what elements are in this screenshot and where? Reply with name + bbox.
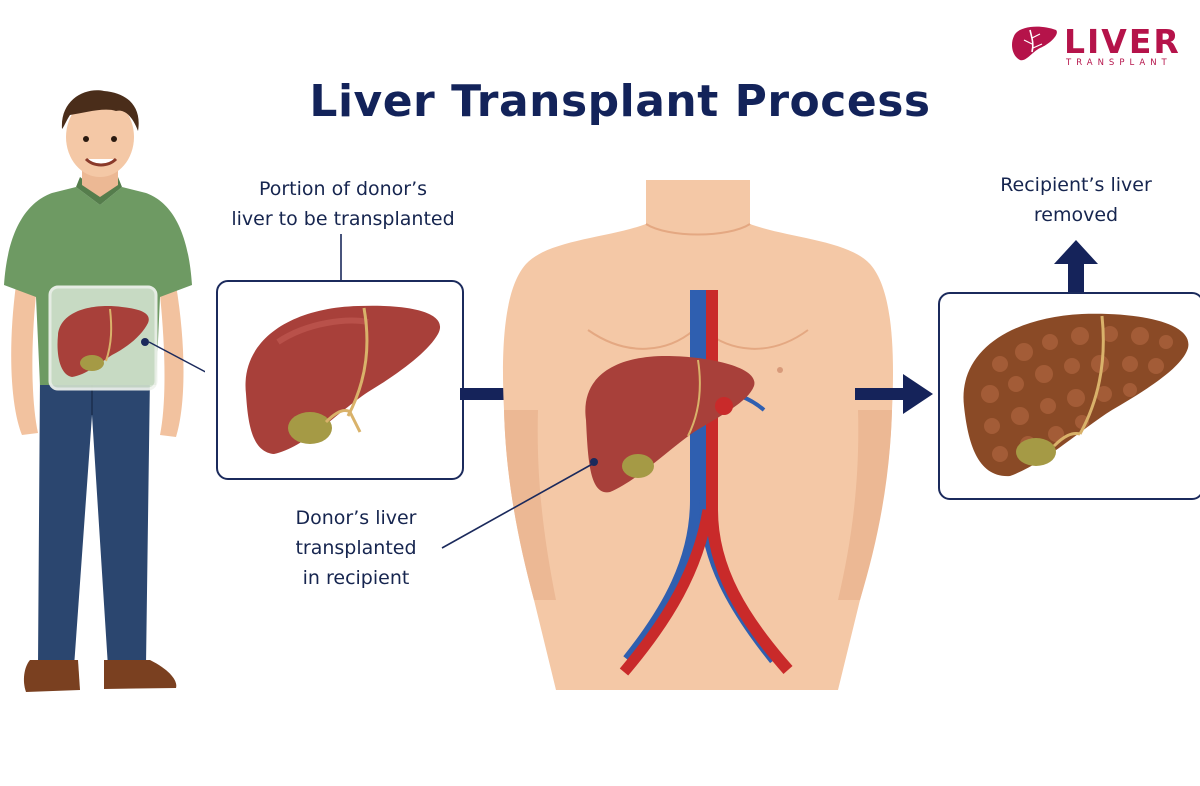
right-arrow-icon	[855, 374, 933, 414]
donor-portion-line-2: liver to be transplanted	[231, 208, 455, 230]
healthy-liver-illustration	[245, 305, 441, 454]
recipient-removed-line-2: removed	[1033, 204, 1119, 226]
donor-transplanted-line-2: transplanted	[295, 537, 417, 559]
donor-transplanted-leader-line	[441, 461, 597, 549]
donor-liver-panel	[216, 280, 464, 480]
logo-text: LIVER	[1064, 22, 1181, 61]
donor-person-illustration	[4, 90, 205, 692]
recipient-liver-panel	[938, 292, 1200, 500]
liver-logo-icon	[1012, 26, 1057, 61]
logo-subtitle: TRANSPLANT	[1066, 58, 1172, 68]
donor-portion-leader-line	[340, 234, 342, 280]
recipient-removed-line-1: Recipient’s liver	[1000, 174, 1152, 196]
diseased-liver-illustration	[963, 313, 1189, 477]
recipient-removed-label: Recipient’s liver removed	[986, 170, 1166, 230]
up-arrow-icon	[1054, 240, 1098, 296]
donor-transplanted-label: Donor’s liver transplanted in recipient	[266, 503, 446, 593]
page-title: Liver Transplant Process	[309, 76, 931, 127]
donor-transplanted-line-1: Donor’s liver	[295, 507, 417, 529]
recipient-torso-illustration	[502, 180, 894, 690]
donor-transplanted-line-3: in recipient	[302, 567, 410, 589]
donor-portion-line-1: Portion of donor’s	[258, 178, 428, 200]
donor-portion-label: Portion of donor’s liver to be transplan…	[228, 174, 458, 234]
